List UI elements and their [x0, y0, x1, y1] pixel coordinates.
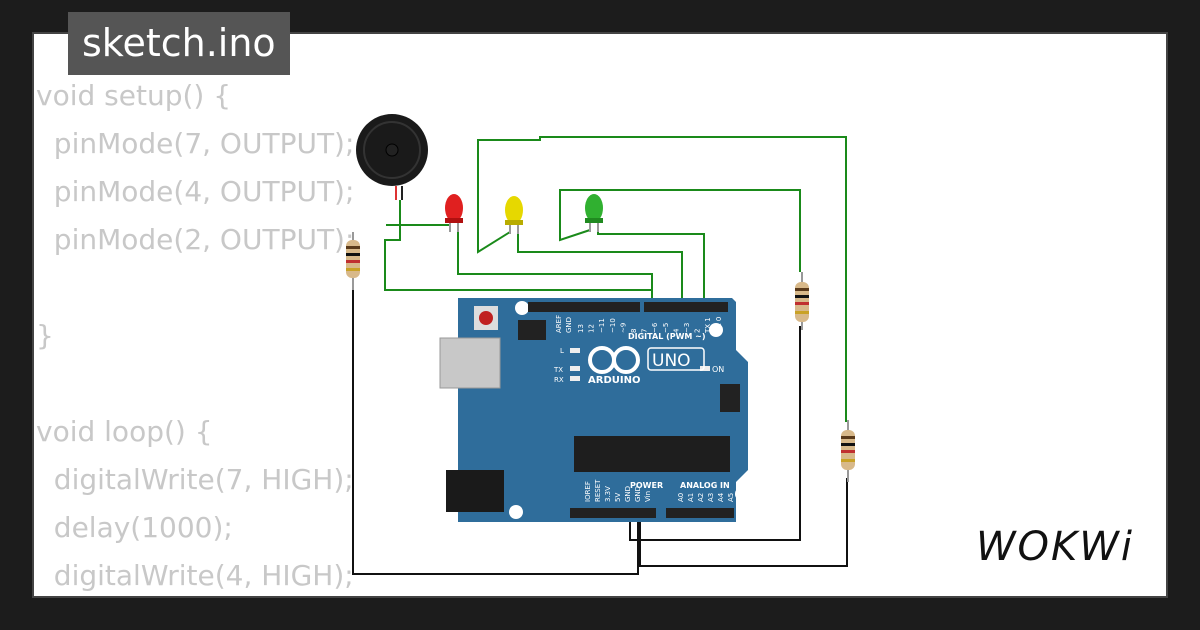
resistor-1[interactable]: [346, 232, 360, 290]
wire-red-led[interactable]: [457, 230, 653, 308]
arduino-board[interactable]: [439, 298, 749, 522]
analog-pin-label: A1: [687, 493, 695, 502]
gnd-label: GND: [565, 317, 573, 333]
analog-pin-label: A4: [717, 492, 725, 502]
aref-label: AREF: [555, 315, 563, 333]
buzzer[interactable]: [356, 114, 428, 200]
board-brand: ARDUINO: [588, 375, 640, 386]
wire-yellow-led[interactable]: [517, 232, 683, 308]
wire-green-top[interactable]: [559, 189, 801, 272]
digital-label: DIGITAL (PWM ~): [628, 332, 706, 341]
digital-header-2: [644, 302, 728, 312]
wire-res3-gnd[interactable]: [639, 478, 848, 567]
code-line: }: [36, 319, 54, 352]
analog-pin-label: A2: [697, 493, 705, 502]
microcontroller-chip: [574, 436, 730, 472]
digital-pin-label: TX 1: [704, 317, 712, 334]
wires: [384, 136, 847, 422]
digital-pin-label: 4: [672, 328, 680, 333]
power-pin-label: GND: [624, 486, 632, 502]
digital-pin-label: 12: [588, 324, 596, 333]
digital-pin-label: ~11: [598, 318, 606, 333]
wire-res2-gnd[interactable]: [629, 326, 801, 541]
digital-pin-label: 13: [577, 324, 585, 333]
analog-label: ANALOG IN: [680, 481, 730, 490]
code-editor: void setup() { pinMode(7, OUTPUT); pinMo…: [36, 72, 354, 600]
digital-pin-label: 8: [630, 329, 638, 333]
digital-pin-label: ~9: [619, 323, 627, 333]
wire-res1-gnd[interactable]: [352, 286, 639, 575]
code-line: pinMode(7, OUTPUT);: [36, 127, 355, 160]
power-pin-label: Vin: [644, 491, 652, 502]
rx-label: RX: [554, 376, 564, 384]
digital-pin-label: 2: [694, 329, 702, 333]
wire-yellow-top[interactable]: [477, 136, 847, 422]
analog-pin-label: A3: [707, 493, 715, 502]
code-line: pinMode(4, OUTPUT);: [36, 175, 355, 208]
power-pin-label: GND: [634, 486, 642, 502]
analog-pin-label: A5: [727, 493, 735, 502]
code-line: digitalWrite(7, HIGH);: [36, 463, 354, 496]
resistor-3[interactable]: [841, 420, 855, 482]
digital-pin-label: 7: [641, 329, 649, 333]
wokwi-logo: WOKWi: [976, 524, 1134, 570]
digital-pin-label: ~3: [683, 323, 691, 333]
file-tab[interactable]: sketch.ino: [68, 12, 290, 75]
code-line: delay(1000);: [36, 511, 233, 544]
power-label: POWER: [630, 481, 663, 490]
digital-pin-label: ~5: [662, 323, 670, 333]
analog-header: [666, 508, 734, 518]
power-jack: [446, 470, 504, 512]
power-header: [570, 508, 656, 518]
resistor-2[interactable]: [795, 272, 809, 330]
digital-pin-label: RX 0: [715, 317, 723, 333]
wires-black: [352, 286, 848, 575]
l-label: L: [560, 347, 564, 355]
board-name: UNO: [652, 351, 691, 371]
tx-label: TX: [553, 366, 563, 374]
code-line: void loop() {: [36, 415, 213, 448]
power-pin-label: 5V: [614, 493, 622, 502]
code-line: pinMode(2, OUTPUT);: [36, 223, 355, 256]
power-pin-label: RESET: [594, 479, 602, 502]
code-line: void setup() {: [36, 79, 232, 112]
led-green[interactable]: [585, 194, 603, 232]
power-pin-label: IOREF: [584, 481, 592, 502]
led-red[interactable]: [445, 194, 463, 232]
usb-port: [439, 337, 501, 389]
digital-pin-label: ~10: [609, 318, 617, 333]
digital-pin-label: ~6: [651, 322, 659, 333]
digital-header: [528, 302, 640, 312]
code-line: digitalWrite(4, HIGH);: [36, 559, 354, 592]
analog-pin-label: A0: [677, 493, 685, 502]
power-pin-label: 3.3V: [604, 486, 612, 502]
on-label: ON: [712, 365, 724, 374]
led-yellow[interactable]: [505, 196, 523, 234]
